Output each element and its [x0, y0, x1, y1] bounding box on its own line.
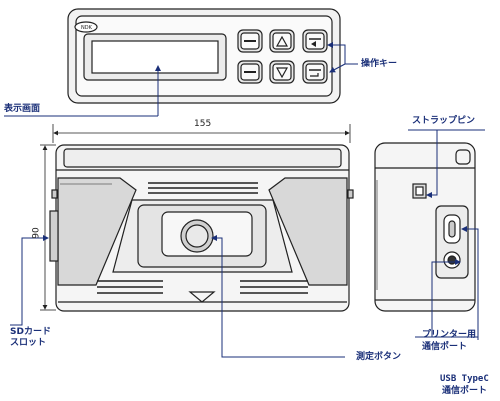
- label-strap-pin: ストラップピン: [412, 116, 476, 126]
- svg-text:NDK: NDK: [81, 25, 93, 31]
- label-usb-port-2: 通信ポート: [442, 386, 488, 396]
- logo-icon: NDK: [74, 21, 98, 33]
- label-printer-port-2: 通信ポート: [422, 342, 468, 352]
- label-measure-button: 測定ボタン: [356, 352, 402, 362]
- sd-card-slot: [49, 210, 59, 262]
- label-sd-slot-1: SDカード: [10, 327, 51, 337]
- dimension-height: 90: [31, 227, 42, 239]
- dimension-lines: [40, 124, 351, 311]
- label-operation-keys: 操作キー: [361, 59, 398, 69]
- label-display-screen: 表示画面: [4, 104, 41, 114]
- top-view: NDK: [67, 8, 341, 104]
- top-view-leaders: [4, 42, 358, 117]
- operation-keys: [237, 29, 328, 84]
- front-view: [49, 144, 354, 312]
- dimension-width: 155: [194, 119, 212, 129]
- lower-leaders: [10, 129, 485, 358]
- label-printer-port-1: プリンター用: [422, 330, 477, 340]
- triangle-mark-icon: [188, 291, 216, 303]
- label-usb-port-1: USB TypeC: [440, 374, 489, 384]
- label-sd-slot-2: スロット: [10, 338, 47, 348]
- side-view: [374, 142, 476, 312]
